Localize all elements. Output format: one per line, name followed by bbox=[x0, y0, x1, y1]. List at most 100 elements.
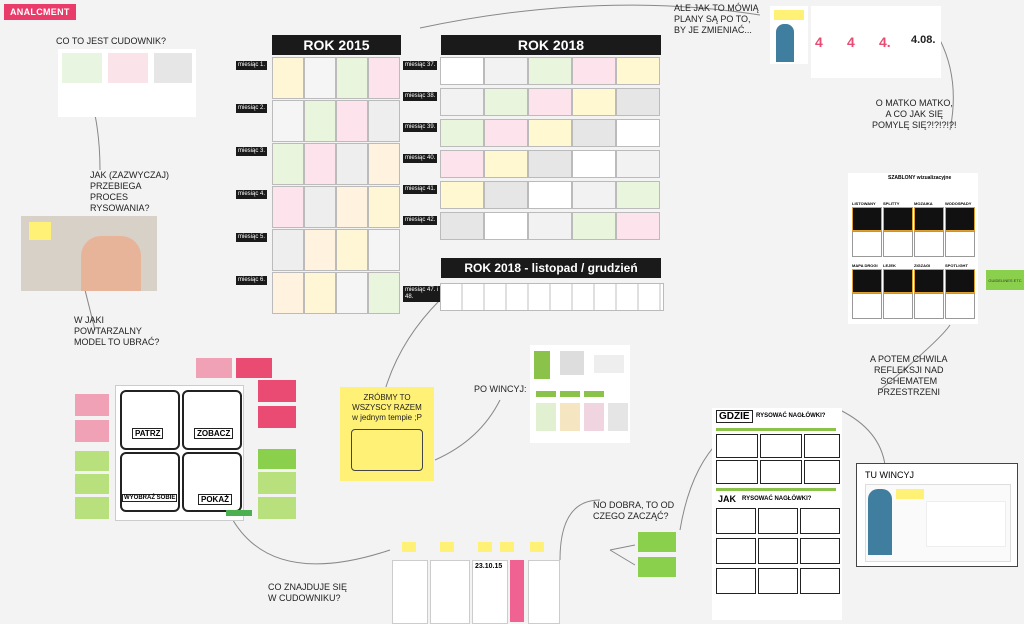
sketchnote-page[interactable] bbox=[616, 212, 660, 240]
sketchnote-page[interactable] bbox=[336, 229, 368, 271]
sketchnote-page[interactable] bbox=[272, 57, 304, 99]
sketchnote-page[interactable] bbox=[484, 212, 528, 240]
sticky-note[interactable] bbox=[75, 420, 109, 442]
board-tag[interactable]: ANALCMENT bbox=[4, 4, 76, 20]
sketchnote-page[interactable] bbox=[528, 119, 572, 147]
sticky-note[interactable] bbox=[638, 532, 676, 552]
sketchnote-page[interactable] bbox=[572, 88, 616, 116]
template-icon[interactable] bbox=[914, 269, 944, 293]
sketchnote-page[interactable] bbox=[572, 150, 616, 178]
sketchnote-page[interactable] bbox=[304, 143, 336, 185]
sticky-note[interactable] bbox=[258, 449, 296, 469]
template-icon[interactable] bbox=[883, 269, 913, 293]
sketchnote-page[interactable] bbox=[336, 57, 368, 99]
sketchnote-page[interactable] bbox=[272, 143, 304, 185]
sketchnote-page[interactable] bbox=[572, 57, 616, 85]
sketchnote-page[interactable] bbox=[616, 150, 660, 178]
sketchnote-page[interactable] bbox=[336, 272, 368, 314]
sketchnote-page[interactable] bbox=[528, 150, 572, 178]
sketchnote-page[interactable] bbox=[616, 57, 660, 85]
sketchnote-page[interactable] bbox=[528, 88, 572, 116]
sketchnote-page[interactable] bbox=[304, 100, 336, 142]
template-icon[interactable] bbox=[852, 269, 882, 293]
sticky-note[interactable] bbox=[258, 497, 296, 519]
sketchnote-page[interactable] bbox=[528, 181, 572, 209]
board-2015[interactable]: miesiąc 1.miesiąc 2.miesiąc 3.miesiąc 4.… bbox=[236, 57, 402, 314]
sketchnote-page[interactable] bbox=[528, 212, 572, 240]
sketchnote-page[interactable] bbox=[484, 88, 528, 116]
sketchnote-page[interactable] bbox=[368, 100, 400, 142]
sketchnote-page[interactable] bbox=[336, 186, 368, 228]
cudownik-preview[interactable] bbox=[58, 49, 196, 117]
board-2018[interactable]: miesiąc 37.miesiąc 38.miesiąc 39.miesiąc… bbox=[403, 57, 663, 247]
sketchnote-page[interactable] bbox=[440, 88, 484, 116]
sketchnote-page[interactable] bbox=[616, 88, 660, 116]
template-page[interactable] bbox=[914, 293, 944, 319]
sketchnote-page[interactable] bbox=[484, 181, 528, 209]
template-page[interactable] bbox=[852, 231, 882, 257]
drawing-photo[interactable] bbox=[21, 216, 157, 291]
sketchnote-page[interactable] bbox=[304, 186, 336, 228]
book-cover[interactable] bbox=[770, 6, 808, 64]
zrobmy-sticky[interactable]: ZRÓBMY TO WSZYSCY RAZEM w jednym tempie … bbox=[340, 387, 434, 481]
template-page[interactable] bbox=[945, 231, 975, 257]
sketchnote-page[interactable] bbox=[368, 186, 400, 228]
sketchnote-page[interactable] bbox=[272, 186, 304, 228]
sticky-note[interactable] bbox=[258, 472, 296, 494]
sketchnote-page[interactable] bbox=[336, 100, 368, 142]
template-icon[interactable] bbox=[945, 269, 975, 293]
green-side-sticky[interactable]: GUIDELINES ETC bbox=[986, 270, 1024, 290]
sticky-note[interactable] bbox=[75, 451, 109, 471]
sketchnote-page[interactable] bbox=[484, 119, 528, 147]
sketchnote-page[interactable] bbox=[272, 229, 304, 271]
template-icon[interactable] bbox=[914, 207, 944, 231]
sketchnote-page[interactable] bbox=[616, 181, 660, 209]
sticky-note[interactable] bbox=[75, 474, 109, 494]
po-wincyj-screenshot[interactable] bbox=[530, 345, 630, 443]
template-page[interactable] bbox=[945, 293, 975, 319]
sketchnote-page[interactable] bbox=[440, 57, 484, 85]
sticky-note[interactable] bbox=[258, 406, 296, 428]
sketchnote-page[interactable] bbox=[616, 119, 660, 147]
sketchnote-page[interactable] bbox=[304, 229, 336, 271]
template-page[interactable] bbox=[852, 293, 882, 319]
sketch-model-board[interactable]: PATRZ ZOBACZ WYOBRAŹ SOBIE POKAŻ bbox=[115, 385, 244, 521]
gdzie-board[interactable]: GDZIE RYSOWAĆ NAGŁÓWKI? JAK RYSOWAĆ NAGŁ… bbox=[712, 408, 842, 620]
tu-wincyj-box[interactable]: TU WINCYJ bbox=[856, 463, 1018, 567]
sketchnote-page[interactable] bbox=[304, 57, 336, 99]
sketchnote-page[interactable] bbox=[572, 119, 616, 147]
template-page[interactable] bbox=[883, 231, 913, 257]
sketchnote-page[interactable] bbox=[440, 119, 484, 147]
sticky-note[interactable] bbox=[638, 557, 676, 577]
template-icon[interactable] bbox=[852, 207, 882, 231]
sticky-note[interactable] bbox=[258, 380, 296, 402]
sketchnote-page[interactable] bbox=[272, 100, 304, 142]
sketchnote-page[interactable] bbox=[336, 143, 368, 185]
sketchnote-page[interactable] bbox=[368, 143, 400, 185]
sketchnote-page[interactable] bbox=[440, 150, 484, 178]
sticky-note[interactable] bbox=[236, 358, 272, 378]
template-page[interactable] bbox=[883, 293, 913, 319]
sketchnote-page[interactable] bbox=[368, 57, 400, 99]
template-page[interactable] bbox=[914, 231, 944, 257]
sketchnote-page[interactable] bbox=[440, 181, 484, 209]
cudownik-contents[interactable]: 23.10.15 bbox=[390, 538, 560, 624]
sketchnote-page[interactable] bbox=[304, 272, 336, 314]
sketchnote-page[interactable] bbox=[368, 272, 400, 314]
sketchnote-page[interactable] bbox=[572, 212, 616, 240]
sticky-note[interactable] bbox=[75, 497, 109, 519]
sketchnote-page[interactable] bbox=[272, 272, 304, 314]
sketchnote-page[interactable] bbox=[528, 57, 572, 85]
sketchnote-page[interactable] bbox=[368, 229, 400, 271]
sketchnote-page[interactable] bbox=[572, 181, 616, 209]
sticky-note[interactable] bbox=[75, 394, 109, 416]
sticky-note[interactable] bbox=[196, 358, 232, 378]
sketchnote-page[interactable] bbox=[484, 57, 528, 85]
sketchnote-page[interactable] bbox=[440, 212, 484, 240]
template-icon[interactable] bbox=[945, 207, 975, 231]
template-icon[interactable] bbox=[883, 207, 913, 231]
sketchnote-page[interactable] bbox=[484, 150, 528, 178]
cell-strip[interactable] bbox=[440, 283, 664, 311]
